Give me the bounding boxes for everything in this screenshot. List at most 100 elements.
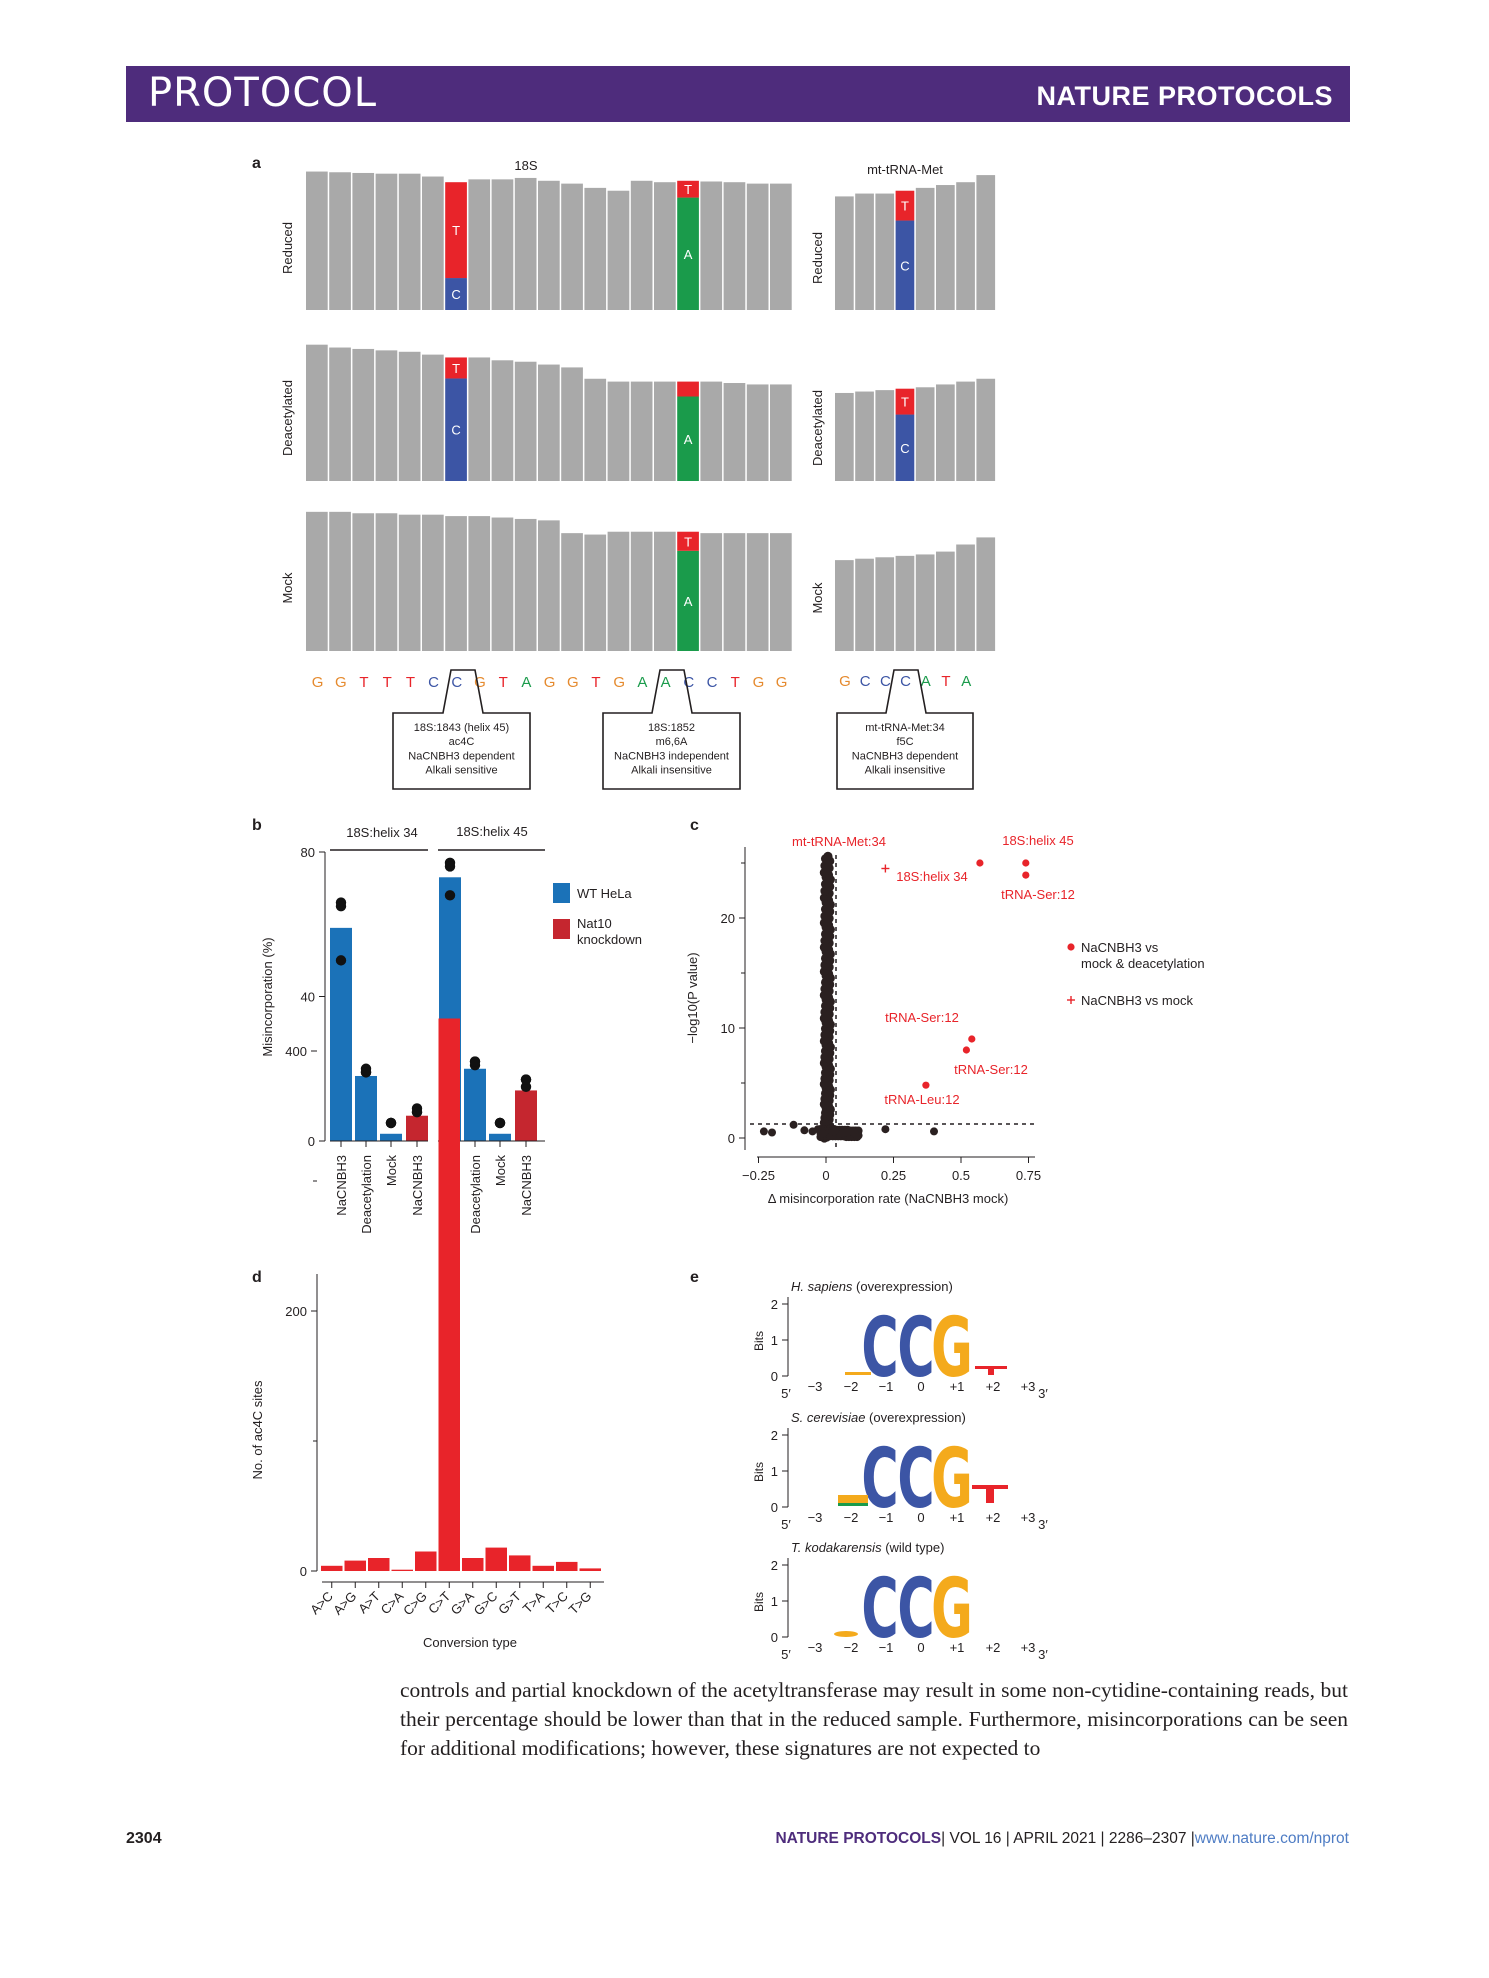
rrna-coverage-bar: [514, 361, 537, 481]
rrna-base: A: [637, 674, 647, 691]
rrna-coverage-bar: [514, 518, 537, 651]
point-significant: [1022, 871, 1030, 879]
rrna-base: G: [776, 674, 788, 691]
rrna-base: T: [383, 674, 392, 691]
trna-coverage-stack-label: T: [901, 199, 909, 214]
rrna-coverage-bar: [770, 533, 792, 651]
group-label-helix34: 18S:helix 34: [346, 825, 418, 840]
panel-d-ytick-label: 200: [285, 1304, 307, 1319]
panel-d-xtick-label: T>C: [543, 1589, 571, 1617]
rrna-coverage-bar: [723, 533, 746, 651]
rrna-coverage-stack-label: T: [452, 223, 460, 238]
rrna-coverage-bar: [352, 348, 375, 481]
rrna-coverage-bar: [654, 182, 676, 310]
rrna-coverage-bar: [630, 180, 653, 310]
logo-position: −1: [879, 1640, 894, 1655]
bar-nacnbh3: [406, 1115, 428, 1141]
legend-kd-swatch: [553, 919, 570, 939]
logo-minor-t: [988, 1369, 994, 1375]
logo-title: S. cerevisiae (overexpression): [791, 1410, 966, 1425]
replicate-point: [335, 955, 347, 966]
logo-position: −3: [808, 1640, 823, 1655]
trna-coverage-bar: [936, 551, 955, 651]
panel-c-xtick-label: 0.25: [881, 1168, 906, 1183]
rrna-coverage-row-deacetylated: CTA: [306, 344, 792, 481]
logo-five-prime: 5′: [781, 1517, 791, 1532]
logo-position: +1: [950, 1640, 965, 1655]
point-background: [768, 1128, 776, 1137]
rrna-coverage-stack-c: [445, 278, 467, 310]
bar-g-to-t: [509, 1555, 531, 1571]
replicate-point: [494, 1117, 506, 1129]
logo-letter-c: C: [861, 1432, 898, 1527]
rrna-coverage-bar: [723, 383, 746, 481]
trna-coverage-bar: [915, 387, 935, 481]
rrna-coverage-bar: [630, 381, 653, 481]
rrna-coverage-bar: [468, 516, 491, 651]
rrna-coverage-bar: [561, 367, 583, 481]
rrna-coverage-bar: [607, 190, 630, 310]
rrna-base: A: [521, 674, 531, 691]
rrna-base: C: [428, 674, 439, 691]
panel-c-xlabel: Δ misincorporation rate (NaCNBH3 mock): [768, 1191, 1009, 1206]
panel-b-xtick-label: Mock: [384, 1155, 399, 1187]
rrna-coverage-bar: [630, 531, 653, 651]
rrna-coverage-bar: [422, 176, 444, 310]
rrna-coverage-row-mock: AT: [306, 511, 792, 651]
trna-coverage-stack-c: [895, 220, 915, 310]
point-background: [789, 1120, 798, 1129]
rrna-coverage-stack-t: [677, 531, 699, 551]
panel-d-xtick-label: T>G: [566, 1589, 595, 1618]
logo-position: 0: [917, 1510, 924, 1525]
point-background: [759, 1127, 768, 1136]
rrna-coverage-bar: [723, 182, 746, 310]
rrna-coverage-bar: [468, 179, 491, 310]
logo-letter-c: C: [897, 1562, 934, 1657]
panel-d-xlabel: Conversion type: [423, 1635, 517, 1650]
logo-ylabel: Bits: [752, 1462, 766, 1482]
logo-ytick-label: 1: [771, 1464, 778, 1479]
bar-a-to-c: [321, 1565, 343, 1571]
replicate-point: [469, 1056, 481, 1067]
rrna-coverage-bar: [700, 533, 723, 651]
trna-coverage-bar: [875, 557, 895, 651]
rrna-coverage-stack-label: T: [684, 182, 692, 197]
bar-a-to-t: [368, 1558, 390, 1571]
panel-b-ytick-label: 0: [308, 1134, 315, 1149]
logo-three-prime: 3′: [1038, 1647, 1048, 1660]
legend-wt-swatch: [553, 883, 570, 903]
bar-t-to-a: [532, 1565, 554, 1571]
trna-coverage-bar: [956, 182, 975, 310]
trna-row-label-mock: Mock: [810, 582, 825, 614]
replicate-point: [360, 1067, 372, 1078]
rrna-coverage-bar: [445, 516, 467, 651]
logo-position: +1: [950, 1510, 965, 1525]
logo-title-condition: (overexpression): [852, 1279, 952, 1294]
body-text: controls and partial knockdown of the ac…: [400, 1676, 1348, 1763]
point-label: mt-tRNA-Met:34: [792, 834, 886, 849]
bar-deacetylation: [464, 1068, 486, 1141]
panel-c-label: c: [690, 817, 699, 834]
annotation-line: Alkali insensitive: [631, 765, 712, 777]
bar-a-to-g: [344, 1560, 366, 1571]
logo-position: −2: [844, 1510, 859, 1525]
bar-g-to-a: [462, 1558, 484, 1571]
legend-kd-label-2: knockdown: [577, 932, 642, 947]
panel-d-xtick-label: T>A: [520, 1588, 548, 1616]
annotation-box: [392, 669, 531, 790]
logo-minor-g: [845, 1372, 871, 1375]
logo-position: −3: [808, 1379, 823, 1394]
logo-letter-g: G: [931, 1562, 973, 1657]
rrna-coverage-bar: [306, 171, 328, 310]
trna-coverage-stack-label: C: [900, 441, 909, 456]
bar-t-to-g: [579, 1568, 601, 1571]
rrna-coverage-bar: [306, 344, 328, 481]
replicate-point: [444, 861, 456, 872]
annotation-line: NaCNBH3 dependent: [852, 750, 958, 762]
logo-minor-t: [975, 1366, 1007, 1369]
footer-url[interactable]: www.nature.com/nprot: [1194, 1830, 1349, 1847]
annotation-line: 18S:1852: [648, 722, 695, 734]
rrna-base: G: [613, 674, 625, 691]
trna-coverage-bar: [915, 187, 935, 310]
